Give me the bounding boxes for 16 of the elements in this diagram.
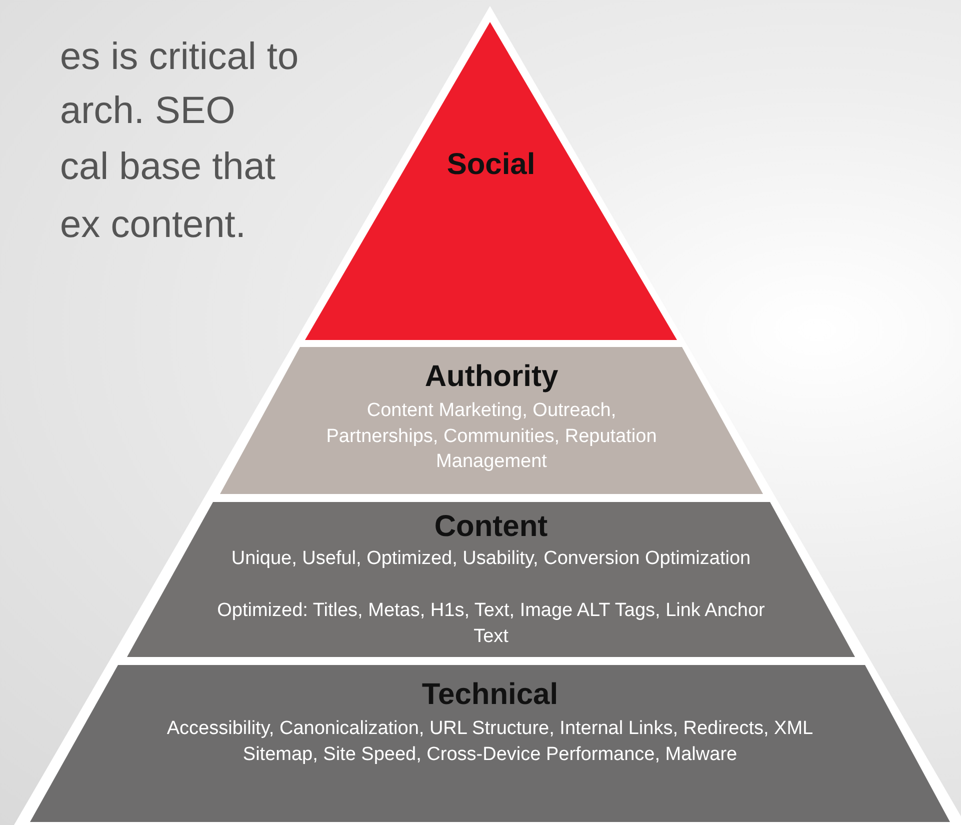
layer-description: Unique, Useful, Optimized, Usability, Conversion Optimization [230,547,752,571]
layer-title: Social [446,148,536,181]
intro-text-fragment: arch. SEO [60,92,236,130]
authority-layer [220,347,763,494]
intro-text-fragment: es is critical to [60,38,299,76]
layer-title: Technical [422,678,558,711]
layer-description: Content Marketing, Outreach, Partnerships, Communities, Reputation Management [325,399,658,474]
layer-description: Accessibility, Canonicalization, URL Structure, Internal Links, Redirects, XML Sitemap, Site Speed, Cross-Device Performance, Malware [166,717,814,767]
content-layer [127,502,855,657]
layer-description: Optimized: Titles, Metas, H1s, Text, Image ALT Tags, Link Anchor Text [216,599,766,649]
layer-title: Content [434,510,548,543]
layer-title: Authority [424,360,558,393]
intro-text-fragment: cal base that [60,148,276,186]
technical-layer [30,665,950,822]
intro-text-fragment: ex content. [60,206,246,244]
social-layer [305,22,677,340]
